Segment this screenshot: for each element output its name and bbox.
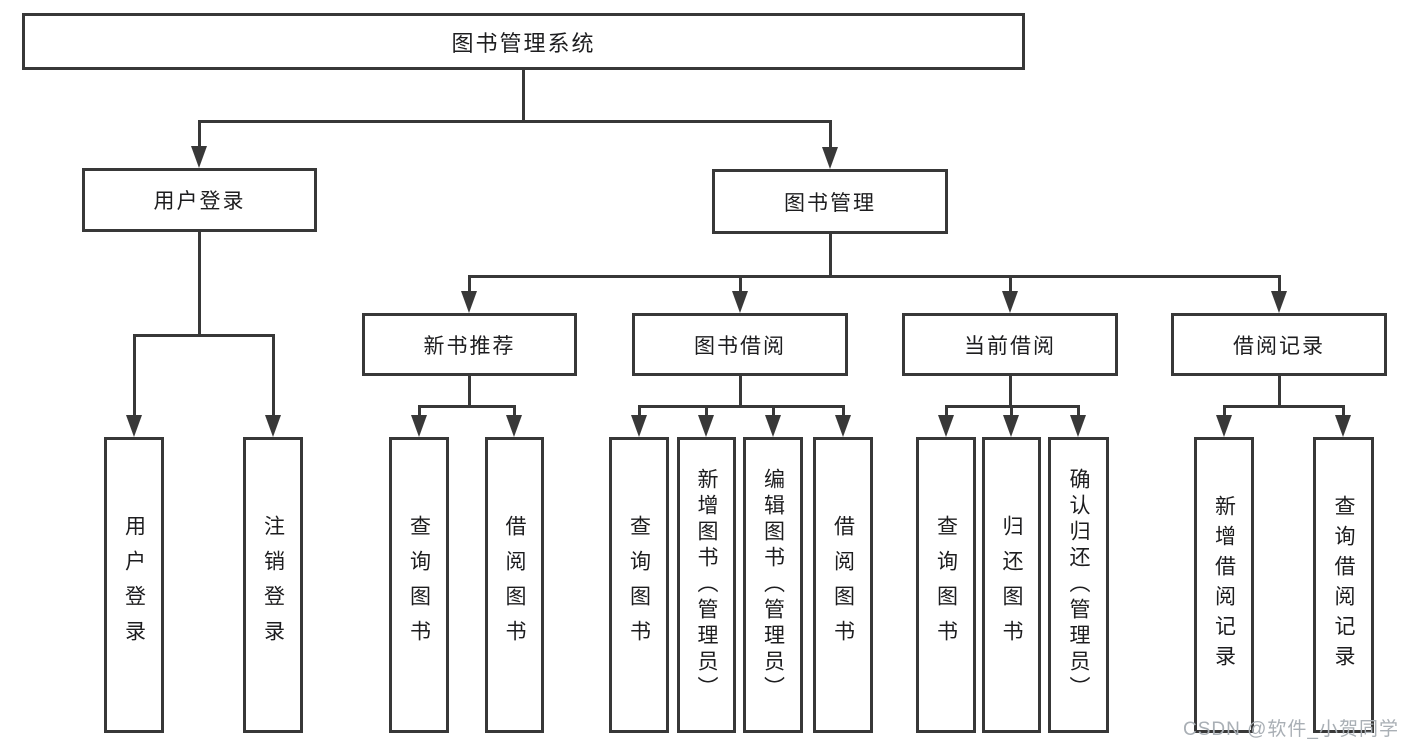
connector-line (133, 334, 275, 337)
leaf-borrow-books-recommend: 借阅图书 (485, 437, 544, 733)
arrow-down-icon (1002, 291, 1018, 313)
arrow-down-icon (191, 146, 207, 168)
arrow-down-icon (631, 415, 647, 437)
leaf-user-login: 用户登录 (104, 437, 164, 733)
connector-line (945, 405, 948, 419)
arrow-down-icon (938, 415, 954, 437)
connector-line (739, 275, 742, 295)
connector-line (705, 405, 708, 419)
leaf-add-books-admin: 新增图书（管理员） (677, 437, 736, 733)
leaf-return-books: 归还图书 (982, 437, 1041, 733)
arrow-down-icon (506, 415, 522, 437)
arrow-down-icon (1070, 415, 1086, 437)
connector-line (842, 405, 845, 419)
leaf-borrow-books-borrowing: 借阅图书 (813, 437, 873, 733)
connector-line (1342, 405, 1345, 419)
connector-line (418, 405, 421, 419)
node-library-system: 图书管理系统 (22, 13, 1025, 70)
arrow-down-icon (1216, 415, 1232, 437)
connector-line (1010, 405, 1013, 419)
connector-line (739, 376, 742, 408)
arrow-down-icon (698, 415, 714, 437)
connector-line (198, 120, 201, 150)
connector-line (133, 334, 136, 419)
connector-line (1223, 405, 1344, 408)
node-book-management: 图书管理 (712, 169, 948, 234)
arrow-down-icon (732, 291, 748, 313)
connector-line (418, 405, 516, 408)
node-new-book-recommend: 新书推荐 (362, 313, 577, 376)
arrow-down-icon (1335, 415, 1351, 437)
node-user-login: 用户登录 (82, 168, 317, 232)
connector-line (772, 405, 775, 419)
connector-line (468, 275, 1281, 278)
leaf-confirm-return-admin: 确认归还（管理员） (1048, 437, 1109, 733)
arrow-down-icon (461, 291, 477, 313)
connector-line (1223, 405, 1226, 419)
arrow-down-icon (265, 415, 281, 437)
watermark: CSDN @软件_小贺同学 (1183, 719, 1399, 740)
connector-line (1278, 275, 1281, 295)
connector-line (468, 376, 471, 408)
arrow-down-icon (411, 415, 427, 437)
arrow-down-icon (1003, 415, 1019, 437)
connector-line (468, 275, 471, 295)
node-borrowing-records: 借阅记录 (1171, 313, 1387, 376)
connector-line (829, 234, 832, 278)
connector-line (198, 232, 201, 337)
connector-line (1077, 405, 1080, 419)
connector-line (829, 120, 832, 150)
connector-line (638, 405, 844, 408)
connector-line (198, 120, 832, 123)
leaf-add-borrow-record: 新增借阅记录 (1194, 437, 1254, 733)
connector-line (1009, 275, 1012, 295)
connector-line (522, 70, 525, 122)
arrow-down-icon (126, 415, 142, 437)
leaf-query-borrow-record: 查询借阅记录 (1313, 437, 1374, 733)
connector-line (638, 405, 641, 419)
arrow-down-icon (822, 147, 838, 169)
arrow-down-icon (1271, 291, 1287, 313)
connector-line (272, 334, 275, 419)
arrow-down-icon (765, 415, 781, 437)
leaf-query-books-recommend: 查询图书 (389, 437, 449, 733)
connector-line (1278, 376, 1281, 408)
leaf-logout: 注销登录 (243, 437, 303, 733)
leaf-query-books-current: 查询图书 (916, 437, 976, 733)
leaf-edit-books-admin: 编辑图书（管理员） (743, 437, 803, 733)
node-book-borrowing: 图书借阅 (632, 313, 848, 376)
leaf-query-books-borrowing: 查询图书 (609, 437, 669, 733)
node-current-borrowing: 当前借阅 (902, 313, 1118, 376)
connector-line (513, 405, 516, 419)
arrow-down-icon (835, 415, 851, 437)
connector-line (1009, 376, 1012, 408)
